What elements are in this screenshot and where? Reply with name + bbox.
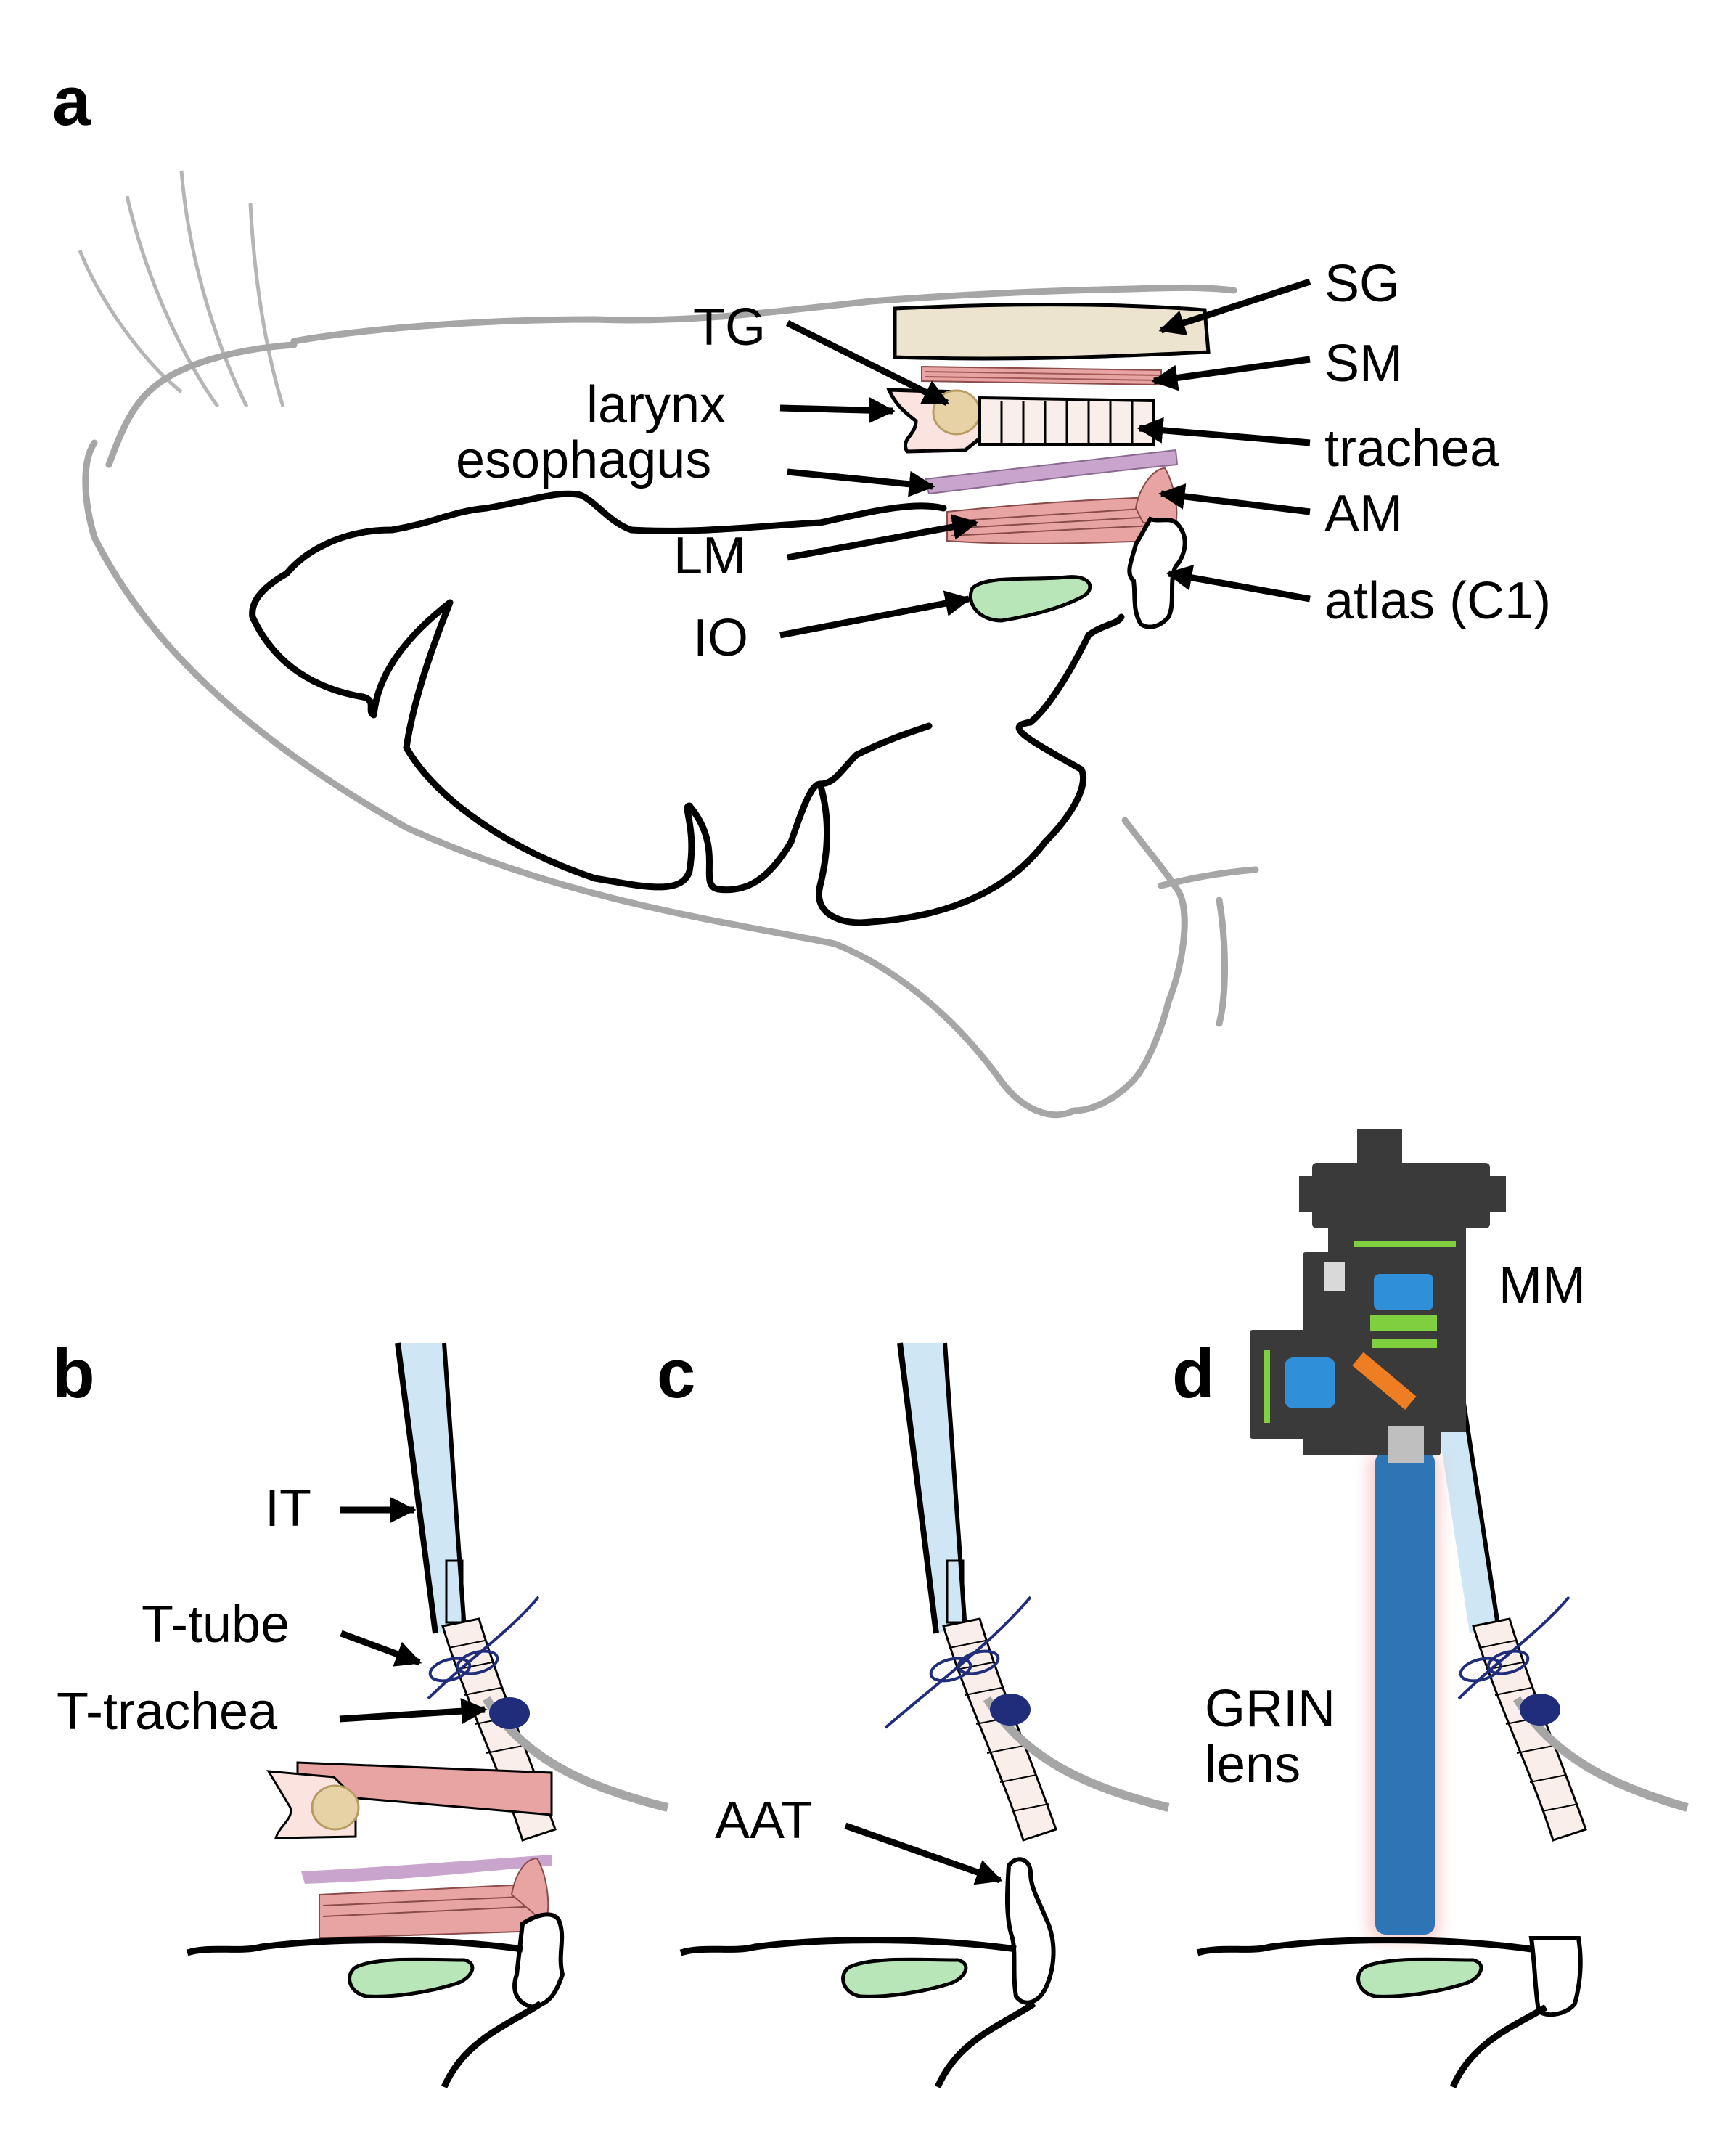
label-larynx: larynx [586,376,726,434]
brain-edge-d [1196,1937,1532,1956]
head-outline [82,284,1259,1119]
tube-wall-right [442,1342,467,1630]
arrow-tg [785,319,950,407]
salivary-gland [893,303,1211,361]
label-sg: SG [1324,255,1400,313]
arrow-atlas [1166,565,1311,603]
trachea-rings [1000,401,1134,444]
atlas-b [512,1912,565,2010]
arrow-sg [1158,278,1311,336]
panel-c: c AAT [657,1335,1170,2088]
arrow-aat [844,1822,1003,1885]
tracheal-stay-d [1520,1694,1560,1726]
label-tg: TG [693,298,766,356]
arrow-trachea [1137,417,1311,446]
esophagus-b [301,1855,552,1884]
panel-a-arrows [779,278,1311,639]
tracheal-stay-b [489,1697,530,1729]
arrow-t-tube [340,1630,422,1667]
label-t-trachea: T-trachea [57,1683,278,1741]
label-it: IT [265,1479,311,1538]
label-esophagus: esophagus [456,431,711,489]
tube-wall-left [395,1342,438,1634]
panel-b-arrows [339,1497,488,1725]
muscle-b-lower-fibers [322,1895,539,1917]
olive-b [348,1957,475,1998]
brain-edge-c [679,1937,1017,1956]
sm-muscle-fibers [925,371,1160,381]
panel-b-letter: b [52,1335,95,1413]
tracheal-stay-c [990,1694,1031,1726]
arrow-larynx [779,397,896,424]
neck-trachea-c [942,1617,1057,1842]
atlas-cut-d [1528,1936,1583,2017]
tube-inner-tip-c [946,1559,965,1624]
panel-d: d [1172,1129,1689,2088]
label-sm: SM [1324,335,1403,393]
label-lm: LM [673,527,746,585]
led-lens [1285,1357,1335,1408]
brain-edge-b [186,1937,523,1956]
olive-c [841,1957,968,1998]
label-t-tube: T-tube [142,1596,290,1654]
label-am: AM [1324,485,1403,543]
tube-wall-right-d [1460,1393,1501,1630]
lm-muscle [946,496,1155,544]
arrow-io [779,590,972,639]
suture-d [1457,1596,1570,1700]
dichroic-mirror [1352,1352,1417,1410]
excitation-filter [1370,1315,1437,1331]
grin-lens [1375,1452,1435,1935]
olive-d [1356,1957,1483,1998]
label-grin-1: GRIN [1205,1680,1335,1738]
thyroid-b [311,1784,360,1831]
miniscope [1250,1129,1506,1463]
label-mm: MM [1499,1257,1586,1315]
arrow-t-trachea [339,1698,488,1725]
panel-b: b [52,1335,669,2088]
brain-outline [249,490,1125,926]
tube-inner-tip [445,1559,464,1624]
panel-a: a [52,62,1551,1119]
emission-filter [1354,1241,1456,1247]
label-trachea: trachea [1324,420,1499,478]
neck-trachea-d [1472,1617,1587,1842]
atlas-bone [1127,516,1187,629]
brainstem-c [934,2001,1036,2088]
suture-c [884,1596,1032,1729]
panel-c-letter: c [657,1335,695,1413]
label-io: IO [693,609,748,667]
intubation-tube-d [1433,1394,1499,1633]
panel-a-letter: a [52,62,91,140]
arrow-sm [1151,356,1311,391]
panel-d-letter: d [1172,1335,1215,1413]
label-aat: AAT [715,1792,813,1850]
neck-trachea-rings-d [1478,1640,1579,1812]
arrow-esophagus [787,468,935,497]
esophagus-structure [924,449,1179,495]
brainstem-b [441,2001,543,2088]
suture-b [427,1596,540,1700]
aat-bone [1004,1857,1056,2005]
brainstem-d [1449,2004,1548,2088]
am-muscle-b [510,1857,549,1925]
inferior-olive [968,575,1092,623]
neck-trachea-rings-c [949,1640,1049,1812]
tube-wall-right-c [943,1342,967,1630]
arrow-am [1158,483,1311,515]
objective-lens [1374,1274,1433,1310]
sm-muscle [921,365,1162,386]
tube-wall-left-c [897,1342,939,1634]
arrow-lm [787,514,979,561]
lm-muscle-fibers [950,507,1153,536]
label-atlas: atlas (C1) [1324,572,1551,630]
label-grin-2: lens [1205,1736,1301,1794]
